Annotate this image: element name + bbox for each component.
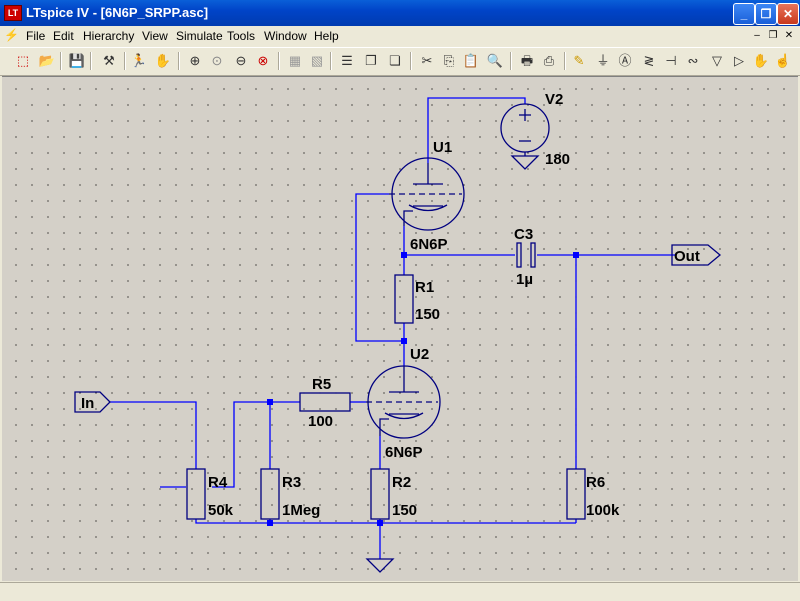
mdi-minimize-button[interactable]: –: [754, 30, 760, 41]
save-icon[interactable]: 💾: [68, 53, 86, 68]
halt-icon[interactable]: ✋: [154, 53, 172, 68]
u1-name[interactable]: U1: [433, 139, 452, 156]
c3-value[interactable]: 1µ: [516, 271, 533, 288]
v2-name[interactable]: V2: [545, 91, 563, 108]
maximize-button[interactable]: ❐: [755, 3, 777, 25]
window-title: LTspice IV - [6N6P_SRPP.asc]: [26, 5, 209, 20]
r3-value[interactable]: 1Meg: [282, 502, 320, 519]
menu-tools[interactable]: Tools: [227, 29, 256, 43]
r1-name[interactable]: R1: [415, 279, 434, 296]
ground-icon[interactable]: ⏚: [596, 53, 610, 68]
draw-wire-icon[interactable]: ✎: [573, 53, 585, 68]
in-port-label[interactable]: In: [81, 395, 94, 412]
tile-vertical-icon[interactable]: ❐: [365, 53, 377, 68]
move-hand-icon[interactable]: ✋: [752, 53, 770, 68]
u2-triode[interactable]: [366, 365, 441, 439]
drag-hand-icon[interactable]: ☝: [774, 53, 792, 68]
mdi-restore-button[interactable]: ❐: [768, 30, 778, 41]
document-icon[interactable]: ⚡: [4, 28, 19, 42]
cut-icon[interactable]: ✂: [421, 53, 433, 68]
u2-value[interactable]: 6N6P: [385, 444, 423, 461]
minimize-button[interactable]: _: [733, 3, 755, 25]
zoom-out-icon[interactable]: ⊖: [235, 53, 247, 68]
r2-name[interactable]: R2: [392, 474, 411, 491]
resistor-icon[interactable]: ≷: [643, 53, 655, 68]
toolbar: ⬚ 📂 💾 ⚒ 🏃 ✋ ⊕ ⊙ ⊖ ⊗ ▦ ▧ ☰ ❐ ❏ ✂ ⎘ 📋 🔍 🖶 …: [0, 47, 800, 76]
r4-value[interactable]: 50k: [208, 502, 234, 519]
inductor-icon[interactable]: ∾: [687, 53, 699, 68]
r2-value[interactable]: 150: [392, 502, 417, 519]
paste-icon[interactable]: 📋: [462, 53, 480, 68]
ground-symbol[interactable]: [365, 558, 395, 573]
u1-triode[interactable]: [389, 157, 465, 231]
r1-resistor[interactable]: [394, 274, 414, 324]
r1-value[interactable]: 150: [415, 306, 440, 323]
new-schematic-icon[interactable]: ⬚: [16, 53, 30, 68]
zoom-pan-icon[interactable]: ⊙: [211, 53, 223, 68]
menu-help[interactable]: Help: [314, 29, 339, 43]
out-port[interactable]: [671, 244, 722, 266]
r5-name[interactable]: R5: [312, 376, 331, 393]
manual-limits-icon[interactable]: ▧: [310, 53, 324, 68]
cascade-icon[interactable]: ❏: [389, 53, 401, 68]
r6-resistor[interactable]: [566, 468, 586, 520]
autorange-icon[interactable]: ▦: [288, 53, 302, 68]
run-icon[interactable]: 🏃: [130, 53, 148, 68]
r6-name[interactable]: R6: [586, 474, 605, 491]
schematic-canvas[interactable]: V2 180 U1 6N6P C3 1µ Out R1: [2, 76, 798, 581]
close-button[interactable]: ✕: [777, 3, 799, 25]
tile-horizontal-icon[interactable]: ☰: [341, 53, 353, 68]
ltspice-logo-icon[interactable]: LT: [4, 5, 22, 21]
junctions: [267, 252, 579, 526]
u1-value[interactable]: 6N6P: [410, 236, 448, 253]
r4-potentiometer[interactable]: [186, 468, 206, 520]
diode-icon[interactable]: ▽: [712, 53, 722, 68]
wire: [427, 97, 526, 163]
out-port-label[interactable]: Out: [674, 248, 700, 265]
menu-view[interactable]: View: [142, 29, 168, 43]
c3-capacitor[interactable]: [516, 242, 536, 268]
menu-window[interactable]: Window: [264, 29, 307, 43]
open-icon[interactable]: 📂: [38, 53, 56, 68]
v2-voltage-source[interactable]: [500, 103, 550, 170]
print-icon[interactable]: ⎙: [543, 53, 555, 68]
component-icon[interactable]: ▷: [734, 53, 744, 68]
menu-bar: ⚡ File Edit Hierarchy View Simulate Tool…: [0, 26, 800, 46]
title-bar: LT LTspice IV - [6N6P_SRPP.asc] _ ❐ ✕: [0, 0, 800, 26]
r3-resistor[interactable]: [260, 468, 280, 520]
menu-simulate[interactable]: Simulate: [176, 29, 223, 43]
v2-value[interactable]: 180: [545, 151, 570, 168]
menu-file[interactable]: File: [26, 29, 46, 43]
zoom-in-icon[interactable]: ⊕: [189, 53, 201, 68]
label-net-icon[interactable]: Ⓐ: [618, 53, 632, 68]
find-icon[interactable]: 🔍: [486, 53, 504, 68]
mdi-close-button[interactable]: ✕: [784, 30, 794, 41]
menu-edit[interactable]: Edit: [53, 29, 74, 43]
r4-name[interactable]: R4: [208, 474, 228, 491]
control-panel-icon[interactable]: ⚒: [103, 53, 115, 68]
r2-resistor[interactable]: [370, 468, 390, 520]
r5-value[interactable]: 100: [308, 413, 333, 430]
wires: [110, 97, 675, 559]
print-setup-icon[interactable]: 🖶: [520, 53, 534, 68]
u2-name[interactable]: U2: [410, 346, 429, 363]
status-bar: [0, 582, 800, 601]
in-port[interactable]: [74, 391, 111, 413]
r5-resistor[interactable]: [299, 392, 351, 412]
r3-name[interactable]: R3: [282, 474, 301, 491]
menu-hierarchy[interactable]: Hierarchy: [83, 29, 135, 43]
copy-icon[interactable]: ⎘: [443, 53, 455, 68]
c3-name[interactable]: C3: [514, 226, 533, 243]
capacitor-icon[interactable]: ⊣: [665, 53, 677, 68]
zoom-fit-icon[interactable]: ⊗: [257, 53, 269, 68]
r6-value[interactable]: 100k: [586, 502, 620, 519]
